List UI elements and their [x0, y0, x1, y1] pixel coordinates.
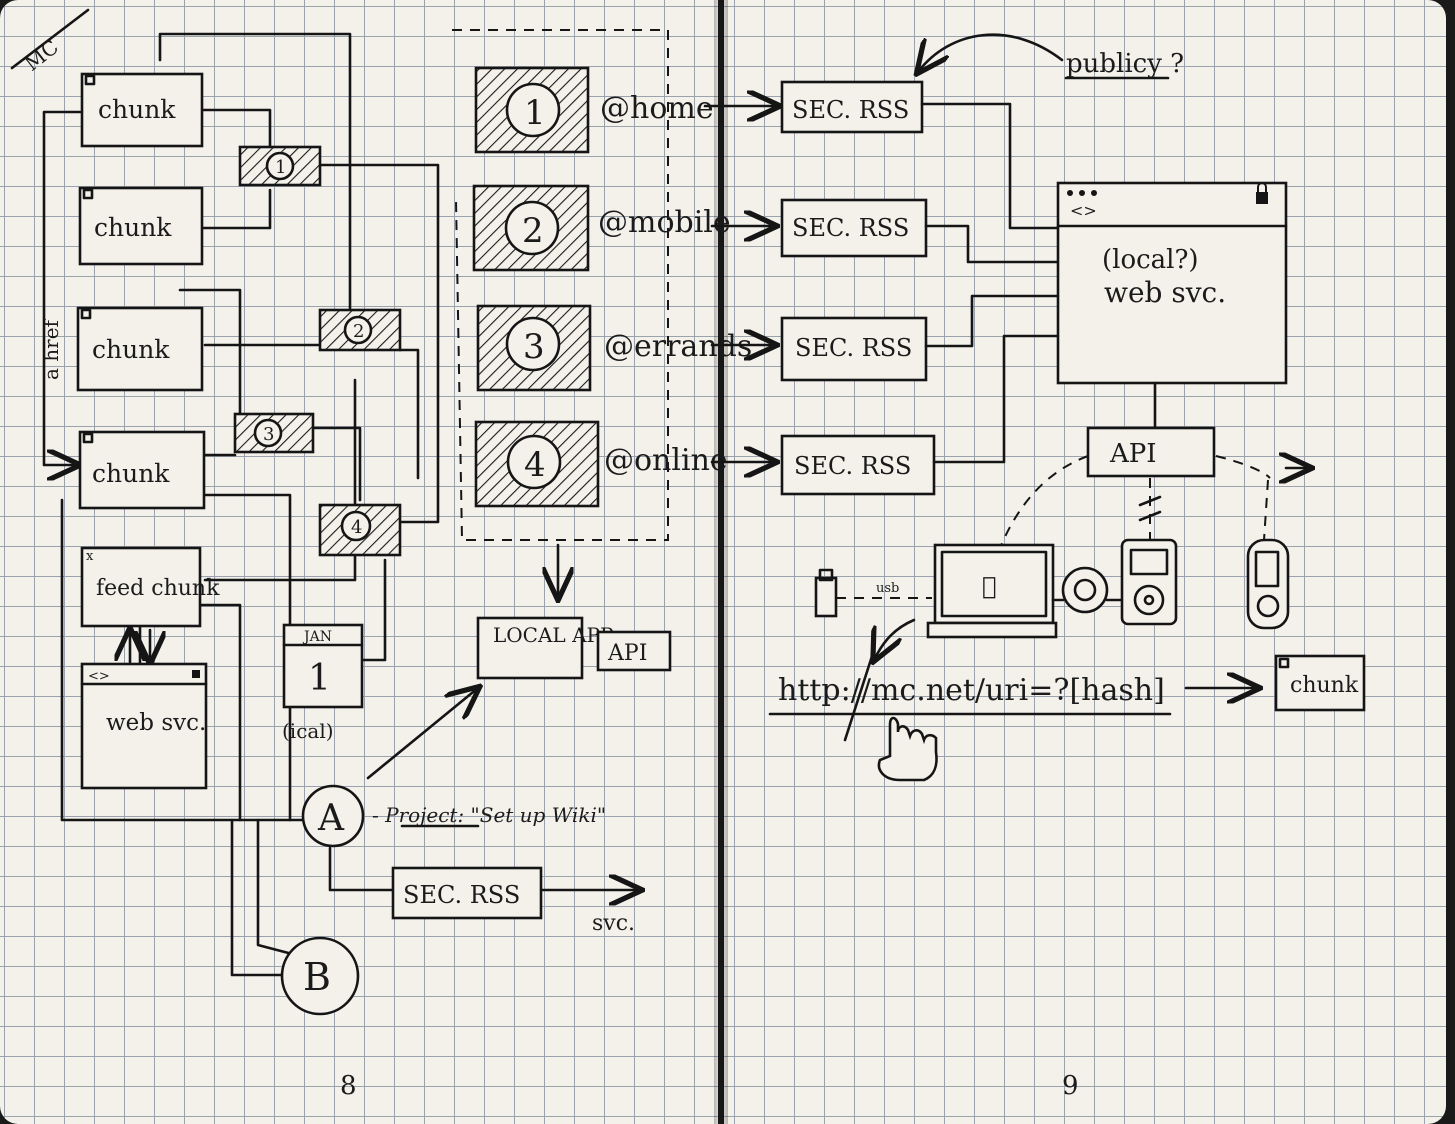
chunk-box-1: chunk — [80, 72, 204, 148]
screen-3: 3 @errands — [476, 304, 752, 392]
svg-text:API: API — [607, 641, 647, 666]
context-errands: @errands — [604, 329, 752, 364]
svg-text:SEC. RSS: SEC. RSS — [792, 214, 909, 242]
web-svc-large-label-2: web svc. — [1104, 276, 1226, 309]
mini-marker-2: 2 — [318, 308, 402, 352]
mini-marker-3: 3 — [233, 412, 315, 454]
svg-text:2: 2 — [522, 211, 544, 251]
calendar-icon: JAN 1 (ical) — [282, 623, 364, 743]
sec-rss-box-2: SEC. RSS — [780, 198, 928, 258]
calendar-caption: (ical) — [282, 719, 334, 743]
api-box-small: API — [596, 630, 672, 672]
publicy-label: publicy ? — [1066, 49, 1184, 79]
svg-text:chunk: chunk — [92, 335, 170, 364]
phone-icon — [1246, 538, 1290, 630]
url-line: http://mc.net/uri=?[hash] — [768, 618, 1258, 742]
chunk-box-2: chunk — [78, 186, 204, 266]
svg-text:SEC. RSS: SEC. RSS — [403, 881, 520, 909]
svg-text:4: 4 — [524, 445, 546, 485]
pointer-hand-icon — [877, 716, 938, 782]
local-app-box: LOCAL APP — [476, 616, 613, 680]
svg-text:chunk: chunk — [98, 95, 176, 124]
svg-text:chunk: chunk — [94, 213, 172, 242]
sec-rss-box-left: SEC. RSS — [391, 866, 543, 920]
camera-icon — [1051, 566, 1124, 614]
notebook-gutter — [714, 0, 728, 1124]
context-home: @home — [600, 91, 714, 126]
chunk-box-3: chunk — [76, 306, 204, 392]
svc-note: svc. — [592, 911, 635, 936]
sec-rss-box-3: SEC. RSS — [780, 316, 928, 382]
svg-text:B: B — [303, 955, 331, 999]
context-mobile: @mobile — [598, 205, 731, 240]
sec-rss-box-1: SEC. RSS — [780, 80, 924, 134]
calendar-month: JAN — [302, 629, 332, 645]
project-note: - Project: "Set up Wiki" — [372, 803, 606, 827]
mc-corner: MC — [10, 8, 90, 76]
left-connectors — [42, 32, 640, 977]
calendar-day: 1 — [308, 658, 331, 699]
a-href-label: a href — [39, 318, 63, 380]
web-svc-large-label-1: (local?) — [1102, 245, 1199, 275]
svg-text:x: x — [86, 549, 94, 564]
svg-text:2: 2 — [353, 321, 364, 342]
mini-marker-4: 4 — [318, 503, 402, 557]
url-text: http://mc.net/uri=?[hash] — [778, 673, 1165, 708]
context-online: @online — [604, 443, 728, 478]
svg-text:SEC. RSS: SEC. RSS — [794, 452, 911, 480]
svg-text:<>: <> — [88, 669, 110, 684]
circle-a: A — [301, 784, 365, 848]
rss-to-websvc-lines — [920, 102, 1060, 464]
mc-label: MC — [20, 35, 63, 76]
web-svc-window-small: <> web svc. — [80, 662, 208, 790]
page-number-left: 8 — [340, 1071, 357, 1101]
laptop-icon:  — [926, 543, 1058, 639]
mini-marker-1: 1 — [238, 145, 322, 187]
web-svc-small-label: web svc. — [106, 710, 206, 736]
usb-stick-icon — [814, 568, 838, 618]
svg-text:chunk: chunk — [92, 459, 170, 488]
svg-text::  — [982, 572, 996, 600]
context-screens-group — [452, 29, 669, 598]
svg-text:3: 3 — [523, 327, 545, 367]
circle-b: B — [280, 936, 360, 1016]
chunk-box-4: chunk — [78, 430, 206, 510]
screen-2: 2 @mobile — [472, 184, 731, 272]
web-svc-window-large: <> (local?) web svc. — [1056, 181, 1288, 385]
screen-1: 1 @home — [474, 66, 714, 154]
svg-text:SEC. RSS: SEC. RSS — [795, 334, 912, 362]
svg-text:1: 1 — [524, 93, 546, 133]
publicy-note: publicy ? — [918, 33, 1184, 80]
svg-text:API: API — [1109, 439, 1157, 469]
screen-4: 4 @online — [474, 420, 728, 508]
svg-text:LOCAL APP: LOCAL APP — [493, 623, 613, 647]
api-box-large: API — [1086, 426, 1216, 478]
page-number-right: 9 — [1062, 1071, 1079, 1101]
device-links — [999, 456, 1310, 549]
svg-text:chunk: chunk — [1290, 673, 1359, 698]
svg-text:4: 4 — [351, 517, 362, 538]
svg-text:3: 3 — [263, 424, 274, 445]
svg-text:SEC. RSS: SEC. RSS — [792, 96, 909, 124]
usb-label: usb — [876, 581, 899, 596]
feed-chunk-box: x feed chunk — [80, 546, 220, 628]
svg-text:<>: <> — [1070, 201, 1097, 220]
rss-arrows — [703, 106, 778, 462]
ipod-icon — [1120, 538, 1178, 626]
feed-chunk-label: feed chunk — [96, 576, 220, 601]
svg-text:A: A — [317, 798, 345, 839]
url-chunk-box: chunk — [1274, 654, 1366, 712]
svg-text:1: 1 — [275, 157, 286, 178]
sec-rss-box-4: SEC. RSS — [780, 434, 936, 496]
